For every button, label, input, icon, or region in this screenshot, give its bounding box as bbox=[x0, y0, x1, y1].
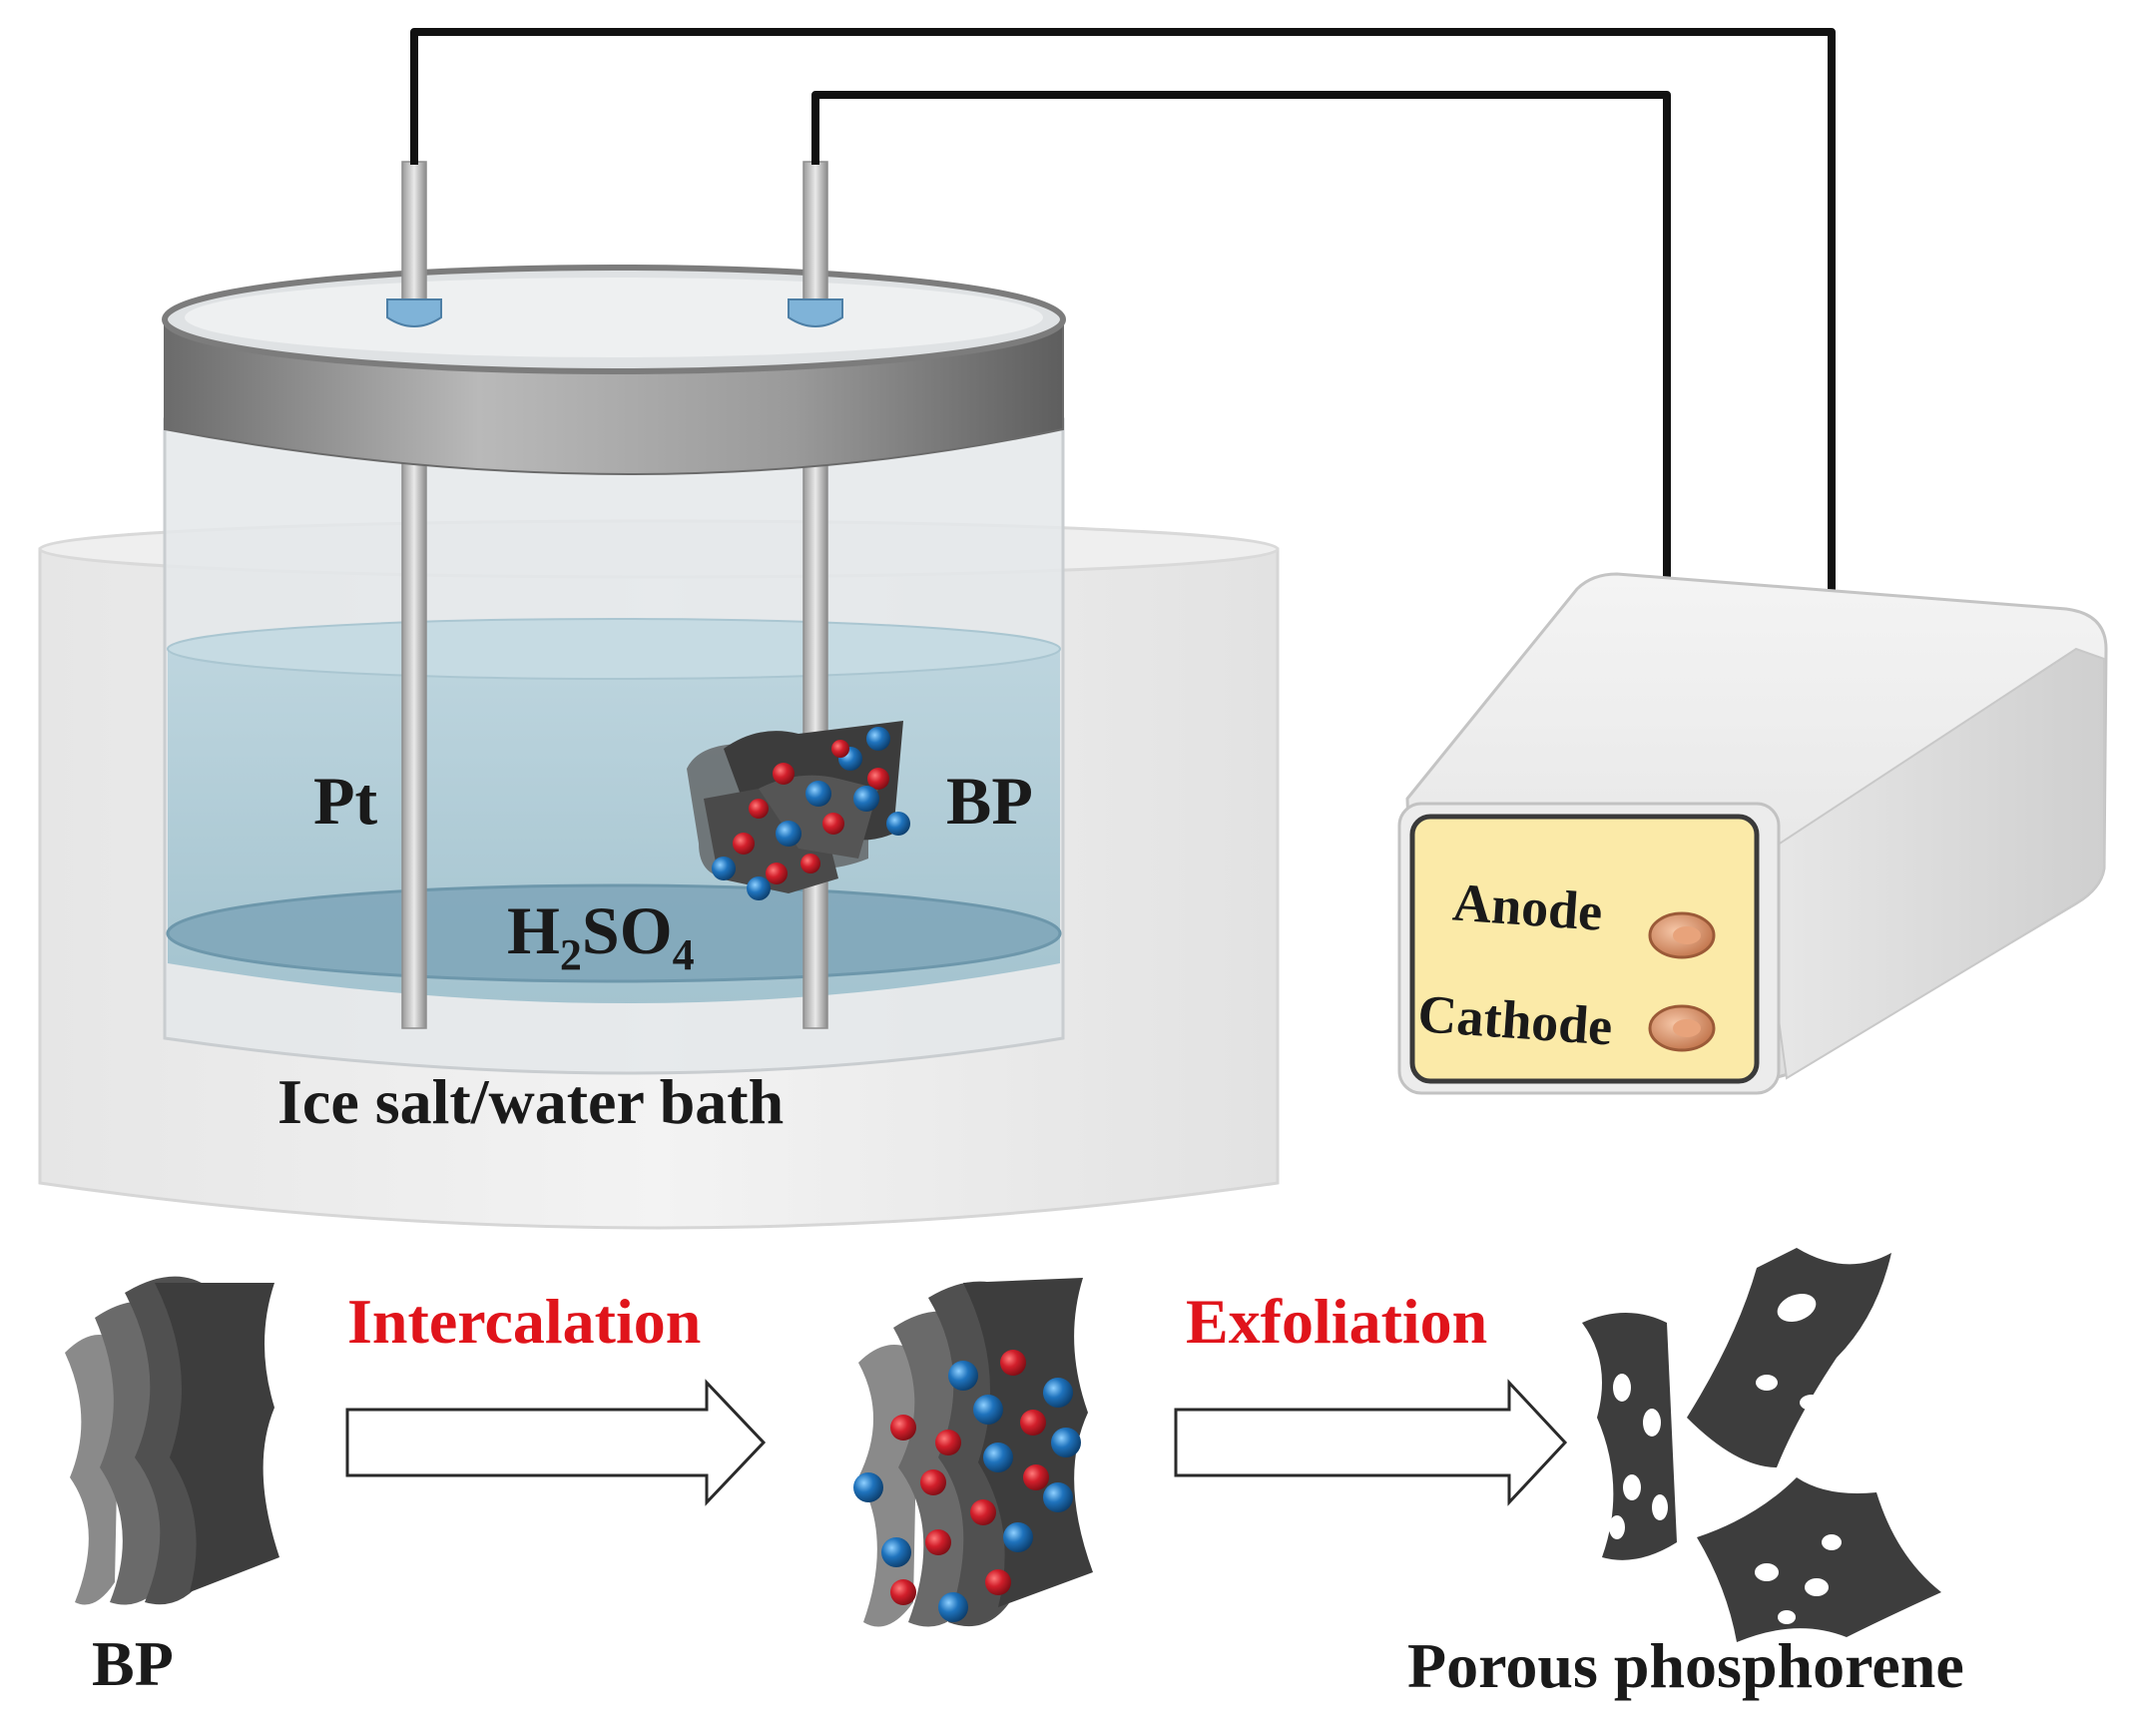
electrolyte-label: H2SO4 bbox=[507, 892, 695, 979]
intercalated-ions bbox=[853, 1350, 1081, 1622]
product-label: Porous phosphorene bbox=[1407, 1630, 1964, 1701]
exfoliation-arrow bbox=[1174, 1379, 1568, 1506]
bp-start-sheets bbox=[65, 1276, 279, 1605]
beaker-lid bbox=[162, 265, 1066, 475]
intercalation-label: Intercalation bbox=[347, 1286, 701, 1357]
cathode-terminal bbox=[1648, 1004, 1716, 1052]
bp-electrode-label: BP bbox=[946, 763, 1033, 839]
pt-electrode-holder bbox=[386, 161, 442, 327]
anode-terminal bbox=[1648, 911, 1716, 959]
exfoliation-label: Exfoliation bbox=[1186, 1286, 1487, 1357]
cathode-label: Cathode bbox=[1416, 983, 1615, 1056]
pt-label: Pt bbox=[313, 763, 378, 839]
bath-label: Ice salt/water bath bbox=[277, 1066, 784, 1137]
intercalation-arrow bbox=[345, 1379, 767, 1506]
bp-start-label: BP bbox=[92, 1628, 174, 1699]
wire-to-anode bbox=[811, 91, 1671, 938]
anode-label: Anode bbox=[1451, 872, 1605, 942]
bp-electrode-holder bbox=[788, 161, 843, 327]
porous-phosphorene-flakes bbox=[1582, 1248, 1941, 1642]
crystal-ions bbox=[712, 727, 910, 900]
